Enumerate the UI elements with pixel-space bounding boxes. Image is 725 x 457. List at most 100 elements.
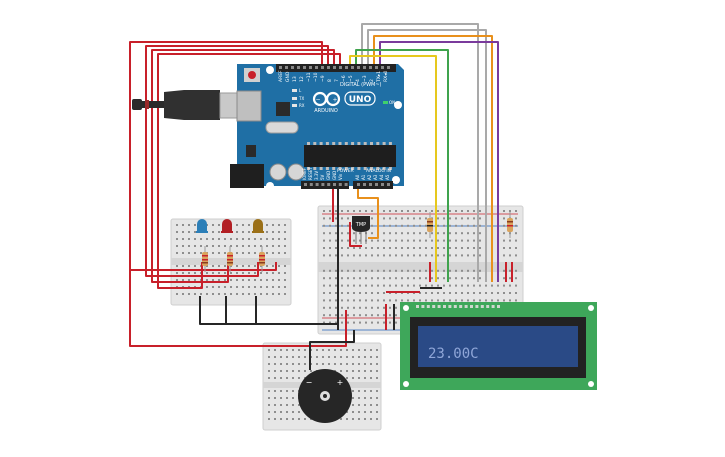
led-red[interactable] bbox=[221, 219, 233, 233]
breadboard-hole bbox=[272, 279, 274, 281]
breadboard-hole bbox=[340, 349, 342, 351]
breadboard-hole bbox=[449, 217, 451, 220]
wire-purple-lcd[interactable] bbox=[379, 41, 499, 282]
digital-pin[interactable] bbox=[375, 66, 378, 69]
digital-pin[interactable] bbox=[297, 66, 300, 69]
lcd-pin[interactable] bbox=[437, 305, 441, 308]
breadboard-hole bbox=[323, 254, 325, 257]
wire-yellow-lcd[interactable] bbox=[349, 55, 437, 282]
wire-red-sensor[interactable] bbox=[349, 222, 362, 247]
digital-pin[interactable] bbox=[333, 66, 336, 69]
breadboard-hole bbox=[443, 224, 445, 227]
breadboard-hole bbox=[266, 231, 268, 233]
breadboard-hole bbox=[254, 238, 256, 240]
power-pin[interactable] bbox=[315, 183, 319, 186]
digital-pin[interactable] bbox=[339, 66, 342, 69]
breadboard-hole bbox=[268, 397, 270, 399]
breadboard-hole bbox=[425, 247, 427, 249]
lcd-pin[interactable] bbox=[497, 305, 500, 308]
tmp-sensor-icon[interactable]: TMP bbox=[352, 216, 370, 244]
breadboard-hole bbox=[274, 404, 276, 406]
resistor-main-2[interactable] bbox=[507, 212, 513, 238]
digital-pin[interactable] bbox=[369, 66, 372, 69]
digital-pin[interactable] bbox=[291, 66, 294, 69]
breadboard-hole bbox=[455, 232, 457, 235]
analog-pin[interactable] bbox=[369, 183, 372, 186]
breadboard-hole bbox=[278, 265, 280, 267]
power-pin[interactable] bbox=[338, 183, 342, 186]
breadboard-hole bbox=[359, 232, 361, 235]
wire-black-buzzer[interactable] bbox=[309, 330, 355, 370]
analog-pin[interactable] bbox=[387, 183, 390, 186]
digital-pin[interactable] bbox=[351, 66, 354, 69]
wire-black-led-gnd[interactable] bbox=[199, 296, 338, 325]
wire-red-pin10[interactable] bbox=[157, 53, 341, 289]
digital-pin[interactable] bbox=[387, 66, 390, 69]
breadboard-hole bbox=[413, 217, 415, 220]
breadboard-hole bbox=[335, 321, 337, 324]
lcd-pin[interactable] bbox=[443, 305, 446, 308]
lcd-pin[interactable] bbox=[464, 305, 468, 308]
digital-pin[interactable] bbox=[327, 66, 330, 69]
power-pin[interactable] bbox=[309, 183, 313, 186]
buzzer-icon[interactable]: − + bbox=[298, 369, 352, 423]
analog-pin[interactable] bbox=[381, 183, 384, 186]
analog-pin[interactable] bbox=[363, 183, 366, 186]
breadboard-hole bbox=[242, 238, 244, 240]
digital-pin[interactable] bbox=[345, 66, 348, 69]
wire-red-buzzer[interactable] bbox=[129, 270, 347, 347]
wire-orange-a0[interactable] bbox=[357, 188, 379, 239]
lcd-pin[interactable] bbox=[491, 305, 495, 308]
breadboard-hole bbox=[365, 210, 367, 212]
wire-grey-1[interactable] bbox=[361, 23, 479, 282]
power-pin[interactable] bbox=[304, 183, 307, 186]
lcd-16x2[interactable]: 23.00C bbox=[400, 302, 597, 390]
lcd-pin[interactable] bbox=[453, 305, 457, 308]
digital-pin[interactable] bbox=[381, 66, 384, 69]
power-pin[interactable] bbox=[321, 183, 325, 186]
breadboard-hole bbox=[329, 299, 331, 302]
digital-pin[interactable] bbox=[285, 66, 288, 69]
digital-pin[interactable] bbox=[279, 66, 282, 69]
lcd-pin[interactable] bbox=[475, 305, 479, 308]
lcd-pin[interactable] bbox=[416, 305, 419, 308]
chip-leg bbox=[357, 167, 361, 170]
breadboard-hole bbox=[274, 390, 276, 392]
breadboard-hole bbox=[425, 269, 427, 272]
digital-pin[interactable] bbox=[321, 66, 324, 69]
breadboard-hole bbox=[248, 252, 250, 254]
led-blue[interactable] bbox=[196, 219, 208, 233]
breadboard-hole bbox=[473, 217, 475, 220]
digital-pin[interactable] bbox=[363, 66, 366, 69]
breadboard-hole bbox=[212, 293, 214, 295]
lcd-pin[interactable] bbox=[480, 305, 484, 308]
power-pin[interactable] bbox=[333, 183, 336, 186]
power-pin[interactable] bbox=[327, 183, 331, 186]
led-yellow[interactable] bbox=[252, 219, 264, 233]
breadboard-hole bbox=[284, 231, 286, 233]
digital-pin[interactable] bbox=[315, 66, 318, 69]
lcd-pin[interactable] bbox=[470, 305, 473, 308]
lcd-pin[interactable] bbox=[486, 305, 490, 308]
breadboard-hole bbox=[329, 314, 331, 317]
wire-red-pin11[interactable] bbox=[151, 49, 335, 283]
analog-pin[interactable] bbox=[357, 183, 360, 186]
reset-button-icon[interactable] bbox=[244, 68, 260, 82]
digital-pin[interactable] bbox=[357, 66, 360, 69]
lcd-pin[interactable] bbox=[421, 305, 425, 308]
lcd-pin[interactable] bbox=[432, 305, 436, 308]
wire-green-lcd[interactable] bbox=[355, 49, 449, 282]
lcd-pin[interactable] bbox=[448, 305, 452, 308]
lcd-pin[interactable] bbox=[459, 305, 463, 308]
wire-grey-2[interactable] bbox=[367, 29, 487, 282]
digital-pin[interactable] bbox=[303, 66, 306, 69]
breadboard-hole bbox=[352, 411, 354, 413]
breadboard-hole bbox=[377, 314, 379, 317]
digital-pin[interactable] bbox=[309, 66, 312, 69]
resistor-main-1[interactable] bbox=[427, 212, 433, 238]
breadboard-hole bbox=[437, 239, 439, 242]
power-pin[interactable] bbox=[344, 183, 348, 186]
lcd-pin[interactable] bbox=[426, 305, 430, 308]
analog-pin[interactable] bbox=[375, 183, 378, 186]
